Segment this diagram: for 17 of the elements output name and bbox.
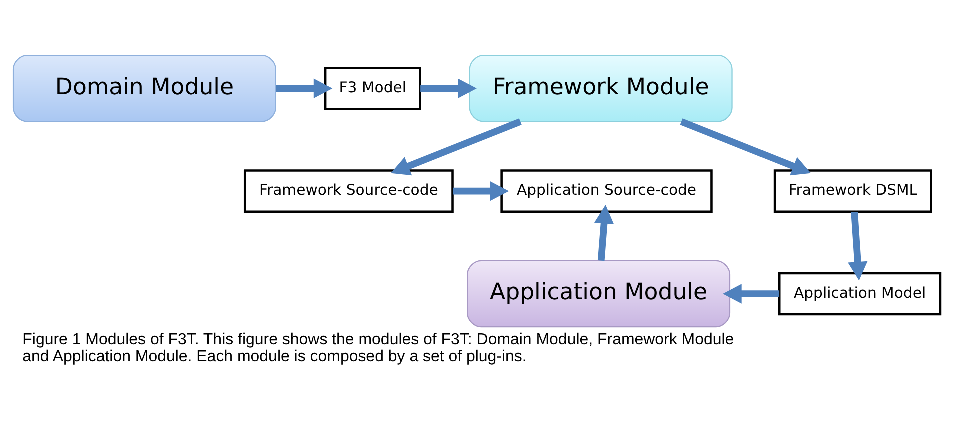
node-box: Framework Source-code xyxy=(244,169,454,212)
arrow xyxy=(391,118,522,176)
arrow xyxy=(276,78,333,98)
arrow xyxy=(848,212,868,280)
arrow xyxy=(680,118,812,176)
node-box: Framework DSML xyxy=(774,169,932,212)
node-box: Application Module xyxy=(467,260,731,328)
node-box: F3 Model xyxy=(324,66,422,110)
arrow xyxy=(594,204,614,261)
arrow xyxy=(453,180,510,201)
node-box: Application Source-code xyxy=(500,169,713,212)
arrow xyxy=(420,78,477,98)
caption: Figure 1 Modules of F3T. This figure shows the modules of F3T: Domain Module, Framework Module and Application Module. Each module is composed by a set of plug-ins. xyxy=(22,330,734,366)
arrow xyxy=(723,284,780,304)
node-box: Framework Module xyxy=(469,54,733,122)
node-box: Application Model xyxy=(778,272,942,316)
node-box: Domain Module xyxy=(12,54,276,122)
